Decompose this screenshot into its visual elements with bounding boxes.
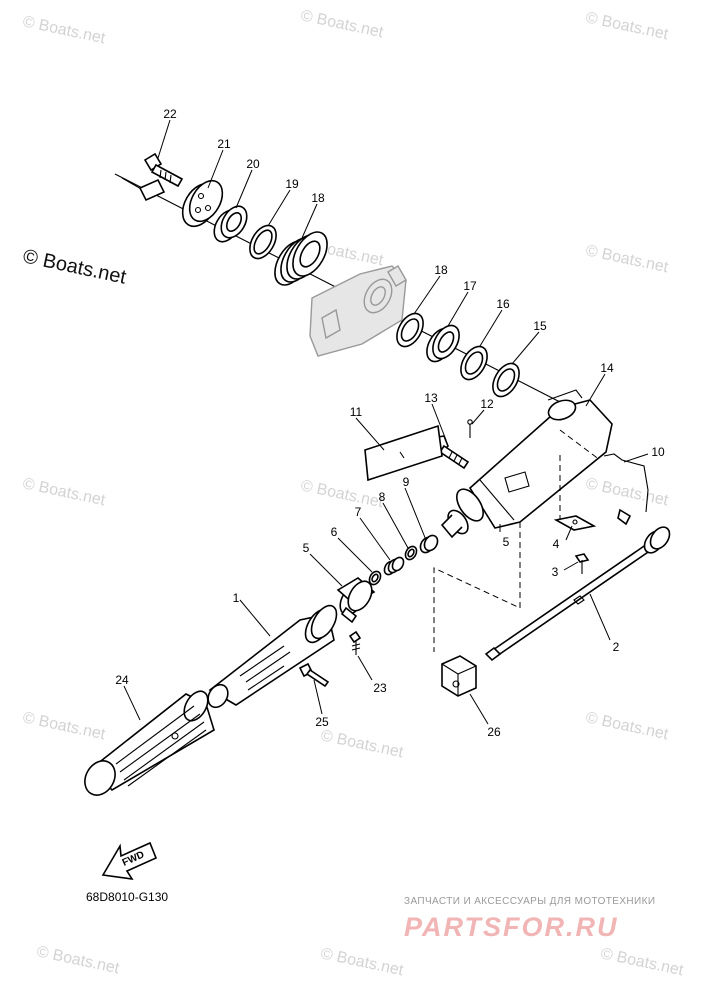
part-spring-19 [383,556,405,576]
diagram-code: 68D8010-G130 [86,890,168,904]
part-plate-22 [553,515,597,531]
part-rod-21 [484,526,671,662]
watermark: © Boats.net [319,945,405,979]
watermark: © Boats.net [299,7,385,41]
part-label: 16 [496,297,510,311]
part-label: 23 [373,681,387,695]
part-plate-8 [181,179,224,228]
part-label: 24 [115,673,129,687]
part-label: 18 [434,263,448,277]
leader-lines [123,119,649,725]
watermark: © Boats.net [584,242,670,276]
part-labels: 22 21 20 19 18 18 17 16 15 14 13 12 11 1… [115,107,665,739]
part-decal-25 [364,424,443,482]
part-label: 3 [552,565,559,579]
part-label: 10 [651,445,665,459]
watermark: © Boats.net [21,709,107,743]
part-bolt-9 [143,152,184,188]
part-label: 13 [424,391,438,405]
part-pin-12 [467,419,473,438]
part-screw-15 [348,630,362,655]
part-label: 22 [163,107,177,121]
part-collar-20 [419,534,439,554]
part-label: 17 [463,279,477,293]
part-label: 19 [285,177,299,191]
part-washer-18a [404,545,418,561]
part-screw-23 [574,553,590,574]
grey-bracket [309,265,407,357]
part-screw-17 [298,662,330,688]
watermark: © Boats.net [599,945,685,979]
watermark: © Boats.net [35,943,121,977]
watermark: © Boats.net [584,9,670,43]
part-label: 25 [315,715,329,729]
shop-tagline: ЗАПЧАСТИ И АКСЕССУАРЫ ДЛЯ МОТОТЕХНИКИ [404,896,655,907]
watermark: © Boats.net [319,727,405,761]
part-bushing-6 [426,324,460,363]
part-throttle-shaft-13 [207,604,338,709]
part-spring-2 [274,231,328,286]
part-label: 2 [613,640,620,654]
watermark: © Boats.net [21,13,107,47]
part-label: 20 [246,157,260,171]
watermark-layer: © Boats.net © Boats.net © Boats.net © Bo… [21,7,685,979]
part-label: 6 [331,525,338,539]
watermark: © Boats.net [299,477,385,511]
part-label: 26 [487,725,501,739]
part-steering-arm-1 [440,389,649,539]
fwd-arrow: FWD [101,841,158,881]
part-clip-11 [441,655,477,697]
part-label: 1 [233,591,240,605]
part-label: 8 [379,490,386,504]
part-washer-3 [492,362,520,398]
part-washer-5b [460,345,488,381]
watermark: © Boats.net [584,475,670,509]
part-collar-14 [336,577,376,624]
part-grip-16 [84,690,215,796]
part-washer-5a [396,312,424,348]
part-label: 7 [355,505,362,519]
shop-logo: PARTSFOR.RU [404,912,619,942]
watermark-main: © Boats.net [21,245,129,288]
watermark: © Boats.net [21,475,107,509]
part-label: 15 [533,319,547,333]
part-label: 14 [600,361,614,375]
part-label: 12 [480,397,494,411]
part-oring-7 [249,224,277,260]
part-label: 5 [303,541,310,555]
part-label: 4 [553,537,560,551]
part-label: 5 [503,535,510,549]
watermark: © Boats.net [584,709,670,743]
part-washer-18b [368,570,382,586]
part-bushing-4 [213,205,248,243]
part-label: 18 [311,191,325,205]
assembly-lines [433,455,561,652]
part-label: 9 [403,475,410,489]
part-label: 11 [350,405,363,419]
part-label: 21 [217,137,231,151]
